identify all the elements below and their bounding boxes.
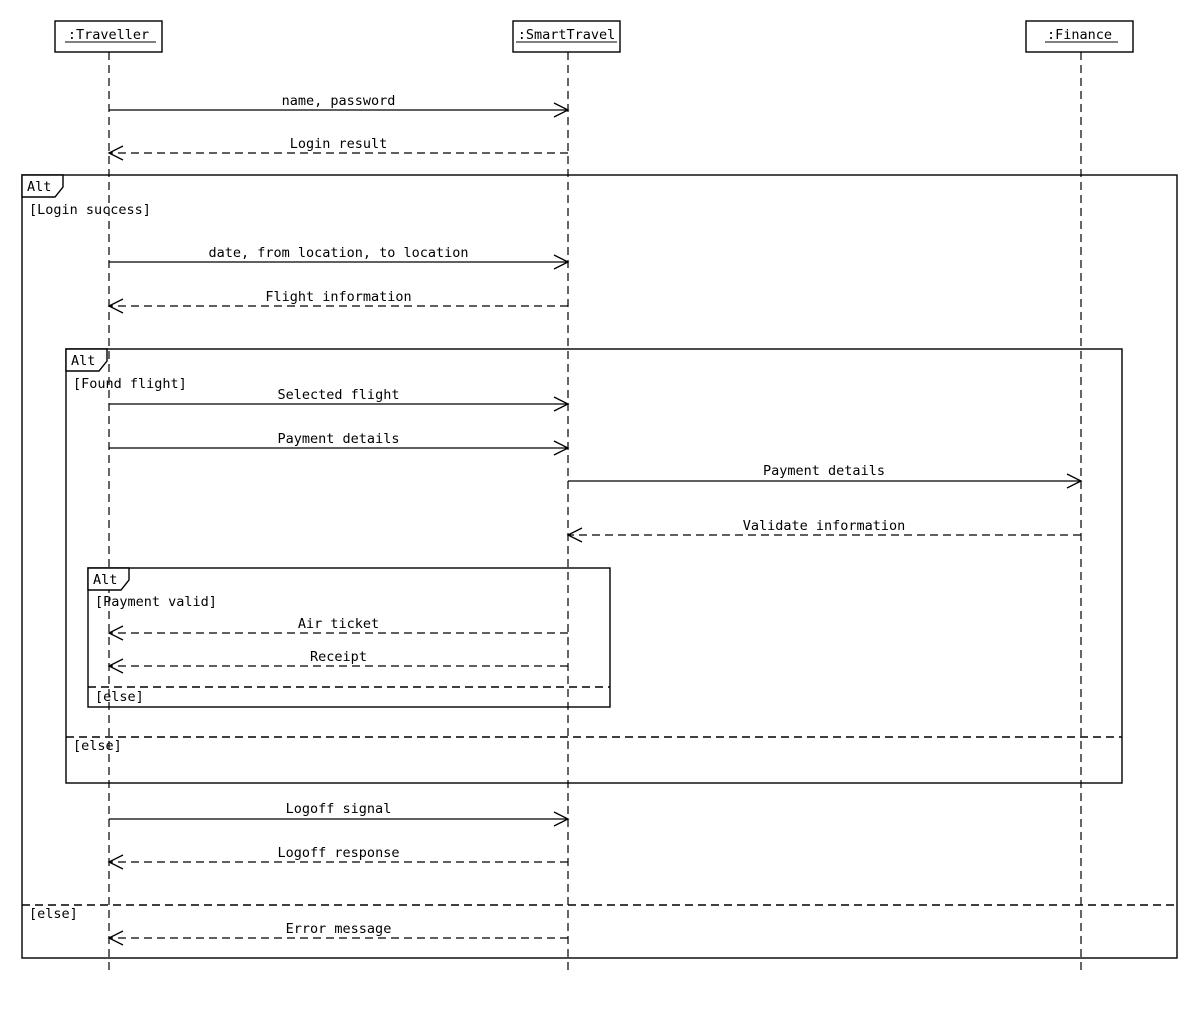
message-reply: Login result xyxy=(107,136,568,161)
participant-smarttravel-label: :SmartTravel xyxy=(518,27,616,43)
message-label: Logoff response xyxy=(278,845,400,861)
message-label: Error message xyxy=(286,921,392,937)
message-reply: Receipt xyxy=(107,649,568,674)
fragment-outer-guard: [Login success] xyxy=(29,202,151,218)
message-label: name, password xyxy=(282,93,396,109)
message: Logoff signal xyxy=(109,801,570,827)
fragment-outer-operator: Alt xyxy=(27,179,51,195)
message: date, from location, to location xyxy=(109,245,570,270)
participant-finance-label: :Finance xyxy=(1047,27,1112,43)
message-label: Air ticket xyxy=(298,616,379,632)
fragment-middle-else-guard: [else] xyxy=(73,738,122,754)
fragment-inner-operator: Alt xyxy=(93,572,117,588)
message-label: Payment details xyxy=(278,431,400,447)
message: Payment details xyxy=(568,463,1083,489)
message: name, password xyxy=(109,93,570,118)
message-label: date, from location, to location xyxy=(208,245,468,261)
participant-traveller: :Traveller xyxy=(54,20,163,53)
message-reply: Validate information xyxy=(566,518,1081,543)
fragment-inner-alt: Alt [Payment valid] [else] xyxy=(87,567,611,708)
fragment-middle-guard: [Found flight] xyxy=(73,376,187,392)
fragment-outer-alt: Alt [Login success] [else] xyxy=(21,174,1178,959)
fragment-middle-alt: Alt [Found flight] [else] xyxy=(65,348,1123,784)
message-label: Logoff signal xyxy=(286,801,392,817)
message-label: Validate information xyxy=(743,518,906,534)
message: Selected flight xyxy=(109,387,570,412)
message-label: Login result xyxy=(290,136,388,152)
message-label: Selected flight xyxy=(278,387,400,403)
message: Payment details xyxy=(109,431,570,456)
message-reply: Air ticket xyxy=(107,616,568,641)
message-label: Payment details xyxy=(763,463,885,479)
fragment-inner-else-guard: [else] xyxy=(95,689,144,705)
participant-finance: :Finance xyxy=(1025,20,1134,53)
message-reply: Logoff response xyxy=(107,845,568,870)
message-reply: Error message xyxy=(107,921,568,946)
message-label: Flight information xyxy=(265,289,411,305)
fragment-middle-operator: Alt xyxy=(71,353,95,369)
fragment-inner-guard: [Payment valid] xyxy=(95,594,217,610)
participant-traveller-label: :Traveller xyxy=(68,27,149,43)
fragment-outer-else-guard: [else] xyxy=(29,906,78,922)
message-label: Receipt xyxy=(310,649,367,665)
participant-smarttravel: :SmartTravel xyxy=(512,20,621,53)
message-reply: Flight information xyxy=(107,289,568,314)
